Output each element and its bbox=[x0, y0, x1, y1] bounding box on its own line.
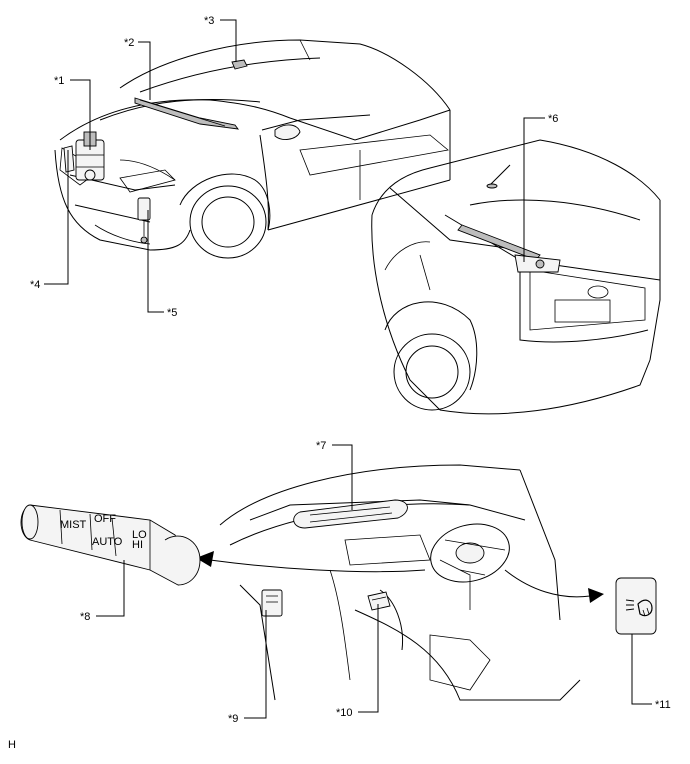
callout-1: *1 bbox=[54, 75, 64, 87]
stalk-label-mist: MIST bbox=[60, 519, 87, 531]
callout-7: *7 bbox=[316, 440, 326, 452]
callout-3: *3 bbox=[204, 15, 214, 27]
relay-part-10 bbox=[367, 591, 391, 611]
callout-6: *6 bbox=[548, 113, 558, 125]
callout-8: *8 bbox=[80, 611, 90, 623]
front-wiper-arm bbox=[134, 97, 240, 130]
stalk-label-auto: AUTO bbox=[92, 536, 123, 548]
callout-10: *10 bbox=[336, 707, 353, 719]
figure-code: H bbox=[8, 739, 16, 751]
rear-vehicle-illustration bbox=[371, 139, 661, 415]
interior-dashboard-illustration bbox=[196, 464, 604, 701]
front-vehicle-illustration bbox=[54, 39, 451, 259]
stalk-label-lo: LO bbox=[132, 529, 147, 541]
rear-wiper-part-6 bbox=[457, 224, 561, 273]
headlight-washer-icon bbox=[625, 599, 653, 617]
callout-2: *2 bbox=[124, 37, 134, 49]
callout-5: *5 bbox=[167, 307, 177, 319]
leader-lines bbox=[44, 19, 652, 719]
multi-display-part-7 bbox=[293, 499, 408, 529]
ecu-part-9 bbox=[261, 589, 283, 617]
callout-11: *11 bbox=[655, 699, 671, 711]
headlamp-washer-switch-part-11 bbox=[615, 577, 657, 635]
stalk-label-hi: HI bbox=[132, 539, 143, 551]
right-arrow-head bbox=[588, 588, 604, 603]
part-5-component bbox=[137, 197, 151, 244]
part-4-component bbox=[63, 145, 75, 173]
callout-4: *4 bbox=[30, 279, 40, 291]
wiper-switch-stalk-part-8: MIST OFF AUTO LO HI bbox=[20, 504, 201, 586]
washer-nozzle bbox=[231, 59, 248, 70]
left-arrow-head bbox=[196, 551, 214, 567]
callout-9: *9 bbox=[228, 713, 238, 725]
stalk-label-off: OFF bbox=[94, 513, 116, 525]
side-mirror bbox=[274, 124, 301, 140]
